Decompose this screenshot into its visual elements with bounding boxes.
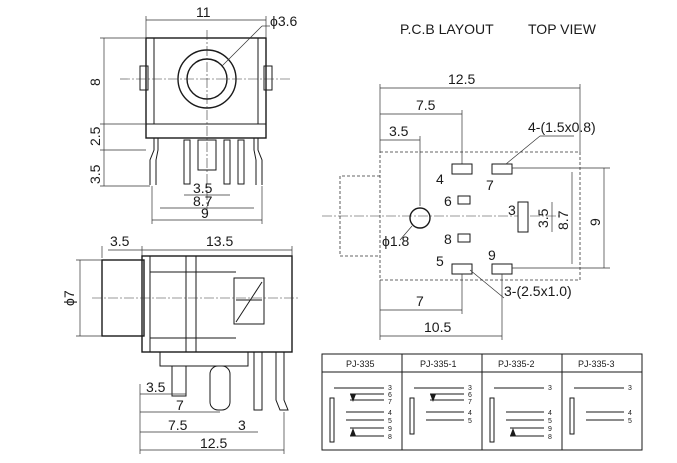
- header-pj-335-3: PJ-335-3: [578, 359, 615, 369]
- mounting-hole: [409, 207, 431, 229]
- pad-5: [451, 263, 473, 275]
- right-lead: [253, 138, 263, 185]
- svg-text:3: 3: [388, 385, 392, 392]
- pcb-v-dim-9: 9: [587, 218, 603, 226]
- schematic-pj-335: 3 6 7 4 5 9 8: [329, 385, 392, 443]
- dim-pin-3-5: 3.5: [146, 379, 166, 395]
- pin-label-4: 4: [436, 171, 444, 187]
- svg-text:6: 6: [388, 392, 392, 399]
- side-body-outline: [141, 255, 293, 353]
- svg-text:6: 6: [468, 392, 472, 399]
- dim-body-13-5: 13.5: [206, 233, 233, 249]
- pcb-v-dim-8-7: 8.7: [555, 210, 571, 230]
- side-view: 3.5 13.5 ϕ7 3.5 7 7.5 3: [61, 233, 300, 454]
- left-lead: [149, 138, 159, 185]
- pin-label-3: 3: [508, 202, 516, 218]
- svg-text:4: 4: [548, 410, 552, 417]
- pad-4: [451, 163, 473, 175]
- pin-a: [183, 139, 191, 185]
- side-pin-4: [275, 352, 289, 411]
- pin-c: [237, 139, 245, 185]
- pcb-layout: P.C.B LAYOUT TOP VIEW 12.5 7.5 3.5 4 7 6…: [322, 21, 610, 340]
- svg-text:8: 8: [388, 434, 392, 441]
- pcb-dim-7: 7: [416, 293, 424, 309]
- side-pin-2: [209, 365, 231, 411]
- dim-total-12-5: 12.5: [200, 435, 227, 451]
- pad-6: [457, 195, 471, 205]
- dim-hole-phi3-6: ϕ3.6: [270, 13, 298, 29]
- schematic-pj-335-1: 3 6 7 4 5: [409, 385, 472, 435]
- schematic-pj-335-3: 3 4 5: [569, 385, 632, 435]
- svg-text:3: 3: [468, 385, 472, 392]
- header-pj-335: PJ-335: [346, 359, 375, 369]
- pad-3: [517, 201, 529, 233]
- svg-text:4: 4: [628, 410, 632, 417]
- pcb-dim-10-5: 10.5: [424, 319, 451, 335]
- pcb-dim-12-5: 12.5: [448, 71, 475, 87]
- svg-text:8: 8: [548, 434, 552, 441]
- svg-text:5: 5: [468, 418, 472, 425]
- pcb-subtitle: TOP VIEW: [528, 21, 597, 37]
- dim-offset-2-5: 2.5: [87, 126, 103, 146]
- dim-pin-7-5: 7.5: [168, 417, 188, 433]
- dim-diameter-phi7: ϕ7: [61, 290, 77, 306]
- svg-text:5: 5: [628, 418, 632, 425]
- svg-text:3: 3: [548, 385, 552, 392]
- side-pin-3: [253, 352, 263, 411]
- hole-label-phi1-8: ϕ1.8: [382, 233, 410, 249]
- svg-text:7: 7: [388, 399, 392, 406]
- pad-7: [491, 163, 513, 175]
- svg-text:7: 7: [468, 399, 472, 406]
- svg-text:5: 5: [548, 418, 552, 425]
- jack-body-outline: [145, 37, 267, 139]
- svg-text:9: 9: [388, 426, 392, 433]
- pad-note-bottom: 3-(2.5x1.0): [504, 283, 572, 299]
- dim-lead-3-5: 3.5: [87, 164, 103, 184]
- dim-pin-7: 7: [176, 397, 184, 413]
- front-view: 11 ϕ3.6 8 2.5 3.5 3.5 8.7 9: [87, 4, 298, 224]
- schematic-pj-335-2: 3 4 5 9 8: [489, 385, 552, 443]
- dim-pitch-3-5: 3.5: [193, 180, 213, 196]
- header-pj-335-1: PJ-335-1: [420, 359, 457, 369]
- dim-height-8: 8: [87, 78, 103, 86]
- pcb-dim-7-5: 7.5: [416, 97, 436, 113]
- side-pin-1: [171, 365, 187, 397]
- svg-text:4: 4: [468, 410, 472, 417]
- center-pin: [197, 139, 217, 171]
- header-pj-335-2: PJ-335-2: [498, 359, 535, 369]
- pin-label-6: 6: [444, 193, 452, 209]
- dim-pitch-8-7: 8.7: [193, 193, 213, 209]
- pin-b: [223, 139, 231, 185]
- dim-front-3-5: 3.5: [110, 233, 130, 249]
- pcb-title: P.C.B LAYOUT: [400, 21, 494, 37]
- pin-label-5: 5: [436, 253, 444, 269]
- pad-8: [457, 233, 471, 243]
- schematic-table: PJ-335 PJ-335-1 PJ-335-2 PJ-335-3 3 6 7 …: [321, 353, 643, 451]
- pad-note-top: 4-(1.5x0.8): [528, 119, 596, 135]
- pcb-dim-3-5: 3.5: [389, 123, 409, 139]
- pin-label-7: 7: [486, 177, 494, 193]
- svg-text:9: 9: [548, 426, 552, 433]
- contact-window: [233, 277, 265, 325]
- pin-label-9: 9: [488, 247, 496, 263]
- dim-pin-3: 3: [238, 417, 246, 433]
- pin-label-8: 8: [444, 231, 452, 247]
- svg-text:5: 5: [388, 418, 392, 425]
- pad-9: [491, 263, 513, 275]
- pcb-v-dim-3-5: 3.5: [535, 208, 551, 228]
- dim-pitch-9: 9: [201, 205, 209, 221]
- svg-text:3: 3: [628, 385, 632, 392]
- dim-width-11: 11: [196, 4, 211, 20]
- svg-text:4: 4: [388, 410, 392, 417]
